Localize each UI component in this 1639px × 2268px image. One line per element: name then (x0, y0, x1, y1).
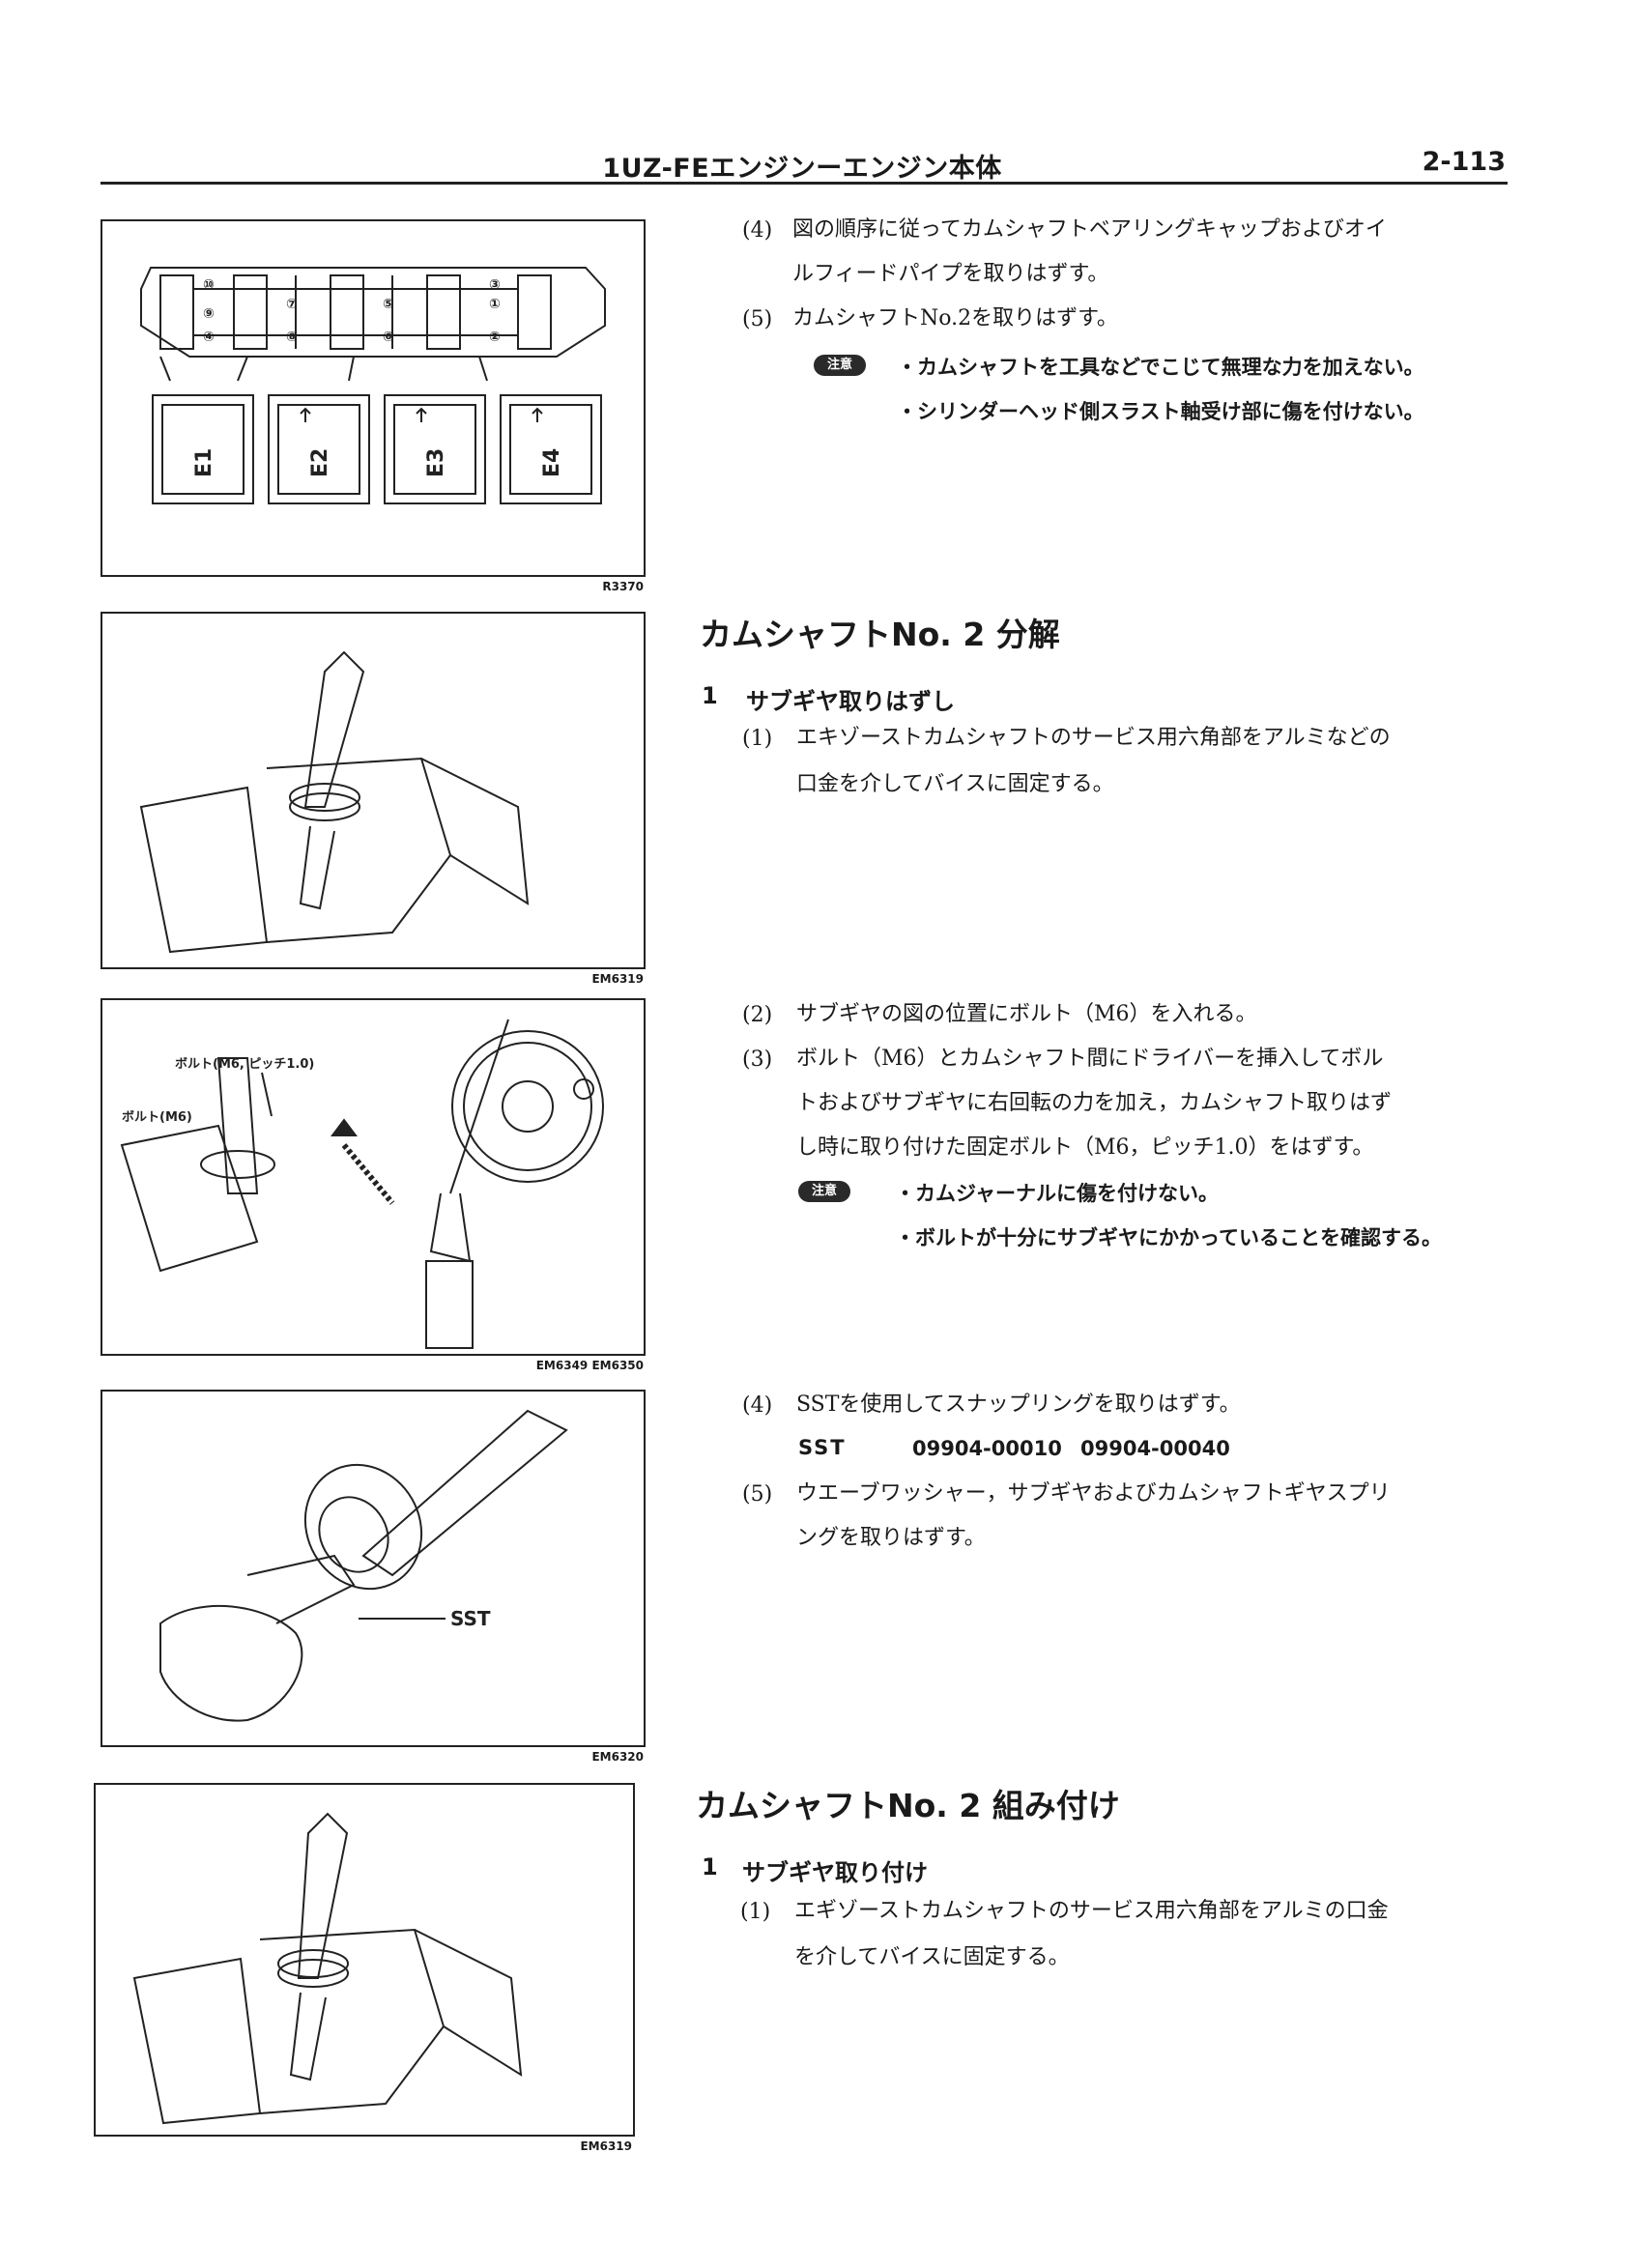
figure-code-em6319-b: EM6319 (580, 2139, 632, 2153)
bolt-pitch-label: ボルト(M6, ピッチ1.0) (175, 1056, 314, 1072)
svg-text:③: ③ (489, 277, 501, 293)
step-3-number: (3) (742, 1048, 773, 1072)
caution-note-2a: ・カムジャーナルに傷を付けない。 (895, 1182, 1219, 1205)
svg-text:⑦: ⑦ (286, 297, 298, 312)
figure-bearing-cap-order: ⑩ ⑨ ⑦ ⑤ ④ ⑧ ⑥ ② ① ③ E1 E2 E3 E4 (101, 219, 646, 577)
figure-code-r3370: R3370 (602, 580, 644, 593)
bolt-driver-illustration: ボルト(M6, ピッチ1.0) ボルト(M6) (120, 1019, 604, 1349)
page-header-title: 1UZ-FEエンジンーエンジン本体 (602, 154, 1002, 184)
bolt-label: ボルト(M6) (122, 1109, 192, 1125)
figure-sst-snap-ring: SST (101, 1390, 646, 1747)
sst-code-2: 09904-00040 (1080, 1437, 1230, 1460)
step-3-line-1: ボルト（M6）とカムシャフト間にドライバーを挿入してボル (796, 1047, 1384, 1071)
step-1-line-1: エキゾーストカムシャフトのサービス用六角部をアルミなどの (796, 726, 1391, 750)
step-5-line-1: カムシャフトNo.2を取りはずす。 (792, 306, 1118, 330)
section-title-assembly: カムシャフトNo. 2 組み付け (696, 1787, 1120, 1824)
svg-text:⑩: ⑩ (203, 277, 215, 293)
step-3-line-2: トおよびサブギヤに右回転の力を加え，カムシャフト取りはず (796, 1091, 1393, 1115)
camshaft-vise-illustration (139, 650, 530, 954)
step-1c-line-2: を介してバイスに固定する。 (794, 1945, 1070, 1969)
svg-text:⑨: ⑨ (203, 306, 215, 322)
figure-camshaft-vise-assembly (94, 1783, 635, 2137)
sst-figure-label: SST (450, 1607, 491, 1630)
header-rule (101, 182, 1508, 185)
step-1c-line-1: エギゾーストカムシャフトのサービス用六角部をアルミの口金 (794, 1899, 1389, 1923)
figure-code-em6349-em6350: EM6349 EM6350 (535, 1359, 644, 1372)
step-2-line-1: サブギヤの図の位置にボルト（M6）を入れる。 (796, 1002, 1257, 1026)
svg-text:⑤: ⑤ (383, 297, 394, 312)
fig1-box-label-e4: E4 (540, 448, 564, 477)
page-number: 2-113 (1422, 147, 1506, 177)
bearing-cap-diagram: ⑩ ⑨ ⑦ ⑤ ④ ⑧ ⑥ ② ① ③ E1 E2 E3 E4 (140, 267, 606, 504)
step-4-number: (4) (742, 218, 773, 243)
step-5b-number: (5) (742, 1482, 773, 1507)
camshaft-vise-assembly-illustration (132, 1812, 523, 2125)
svg-text:④: ④ (203, 330, 215, 345)
figure-code-em6320: EM6320 (591, 1750, 644, 1764)
figure-camshaft-vise (101, 612, 646, 969)
step-4-line-1: 図の順序に従ってカムシャフトベアリングキャップおよびオイ (792, 217, 1387, 242)
step-2-number: (2) (742, 1003, 773, 1027)
step-3-line-3: し時に取り付けた固定ボルト（M6，ピッチ1.0）をはずす。 (796, 1135, 1374, 1160)
svg-text:⑥: ⑥ (383, 330, 394, 345)
fig1-box-label-e2: E2 (308, 448, 332, 477)
figure-code-em6319-a: EM6319 (591, 972, 644, 986)
caution-badge-1: 注意 (814, 355, 866, 376)
fig1-box-label-e3: E3 (424, 448, 448, 477)
subsection-title-sub-gear-install: サブギヤ取り付け (742, 1859, 928, 1886)
step-4b-line-1: SSTを使用してスナップリングを取りはずす。 (796, 1392, 1241, 1417)
svg-text:①: ① (489, 297, 501, 312)
figure-bolt-driver: ボルト(M6, ピッチ1.0) ボルト(M6) (101, 998, 646, 1356)
step-1-line-2: 口金を介してバイスに固定する。 (796, 772, 1114, 796)
step-1c-number: (1) (740, 1900, 771, 1924)
svg-text:⑧: ⑧ (286, 330, 298, 345)
subsection-number-1b: 1 (702, 1853, 718, 1880)
step-5b-line-1: ウエーブワッシャー，サブギヤおよびカムシャフトギヤスプリ (796, 1481, 1391, 1506)
caution-badge-2: 注意 (798, 1181, 850, 1202)
step-4b-number: (4) (742, 1393, 773, 1418)
caution-note-2b: ・ボルトが十分にサブギヤにかかっていることを確認する。 (895, 1226, 1442, 1249)
caution-note-1b: ・シリンダーヘッド側スラスト軸受け部に傷を付けない。 (897, 400, 1424, 423)
step-1-number: (1) (742, 727, 773, 751)
subsection-number-1: 1 (702, 682, 718, 709)
sst-label: SST (798, 1436, 847, 1459)
caution-note-1a: ・カムシャフトを工具などでこじて無理な力を加えない。 (897, 356, 1424, 379)
svg-text:②: ② (489, 330, 501, 345)
fig1-box-label-e1: E1 (192, 448, 216, 477)
section-title-disassembly: カムシャフトNo. 2 分解 (700, 616, 1060, 653)
sst-snap-ring-illustration: SST (159, 1409, 568, 1722)
step-5b-line-2: ングを取りはずす。 (796, 1526, 986, 1550)
subsection-title-sub-gear-removal: サブギヤ取りはずし (746, 688, 955, 715)
step-4-line-2: ルフィードパイプを取りはずす。 (792, 262, 1109, 286)
step-5-number: (5) (742, 307, 773, 331)
sst-code-1: 09904-00010 (912, 1437, 1062, 1460)
